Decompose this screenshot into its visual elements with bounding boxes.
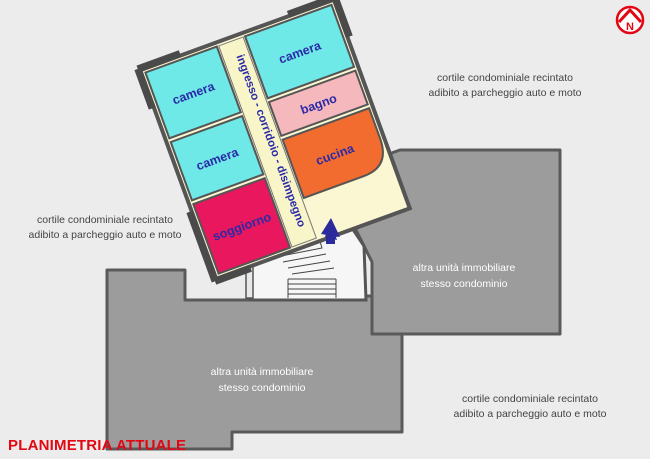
courtyard-bottom-right-line1: cortile condominiale recintato: [462, 393, 598, 405]
label-other-unit-right-1: altra unità immobiliare: [413, 262, 516, 274]
entrance-arrow-icon: [321, 218, 340, 244]
room-camera-top-left: [144, 45, 243, 140]
label-other-unit-bottom-2: stesso condominio: [219, 382, 306, 394]
room-corridor: [218, 36, 317, 248]
plan-title: PLANIMETRIA ATTUALE: [8, 437, 187, 454]
logo-letter: N: [626, 21, 634, 33]
courtyard-left-line2: adibito a parcheggio auto e moto: [28, 229, 182, 241]
courtyard-top-right-line2: adibito a parcheggio auto e moto: [428, 87, 582, 99]
room-cucina: [281, 106, 384, 200]
room-soggiorno: [192, 176, 292, 275]
room-camera-mid: [169, 114, 265, 202]
label-other-unit-right-2: stesso condominio: [421, 278, 508, 290]
apartment: camera camera soggiorno camera bagno cuc…: [134, 0, 413, 285]
courtyard-left-line1: cortile condominiale recintato: [37, 214, 173, 226]
agency-logo-icon: N: [615, 5, 645, 35]
courtyard-note-bottom-right: cortile condominiale recintato adibito a…: [425, 392, 635, 422]
courtyard-top-right-line1: cortile condominiale recintato: [437, 72, 573, 84]
courtyard-bottom-right-line2: adibito a parcheggio auto e moto: [453, 408, 607, 420]
room-camera-top-right: [243, 3, 356, 100]
label-other-unit-bottom-1: altra unità immobiliare: [211, 366, 314, 378]
courtyard-note-top-right: cortile condominiale recintato adibito a…: [400, 71, 610, 101]
courtyard-note-left: cortile condominiale recintato adibito a…: [0, 213, 210, 243]
room-bagno: [267, 69, 370, 138]
